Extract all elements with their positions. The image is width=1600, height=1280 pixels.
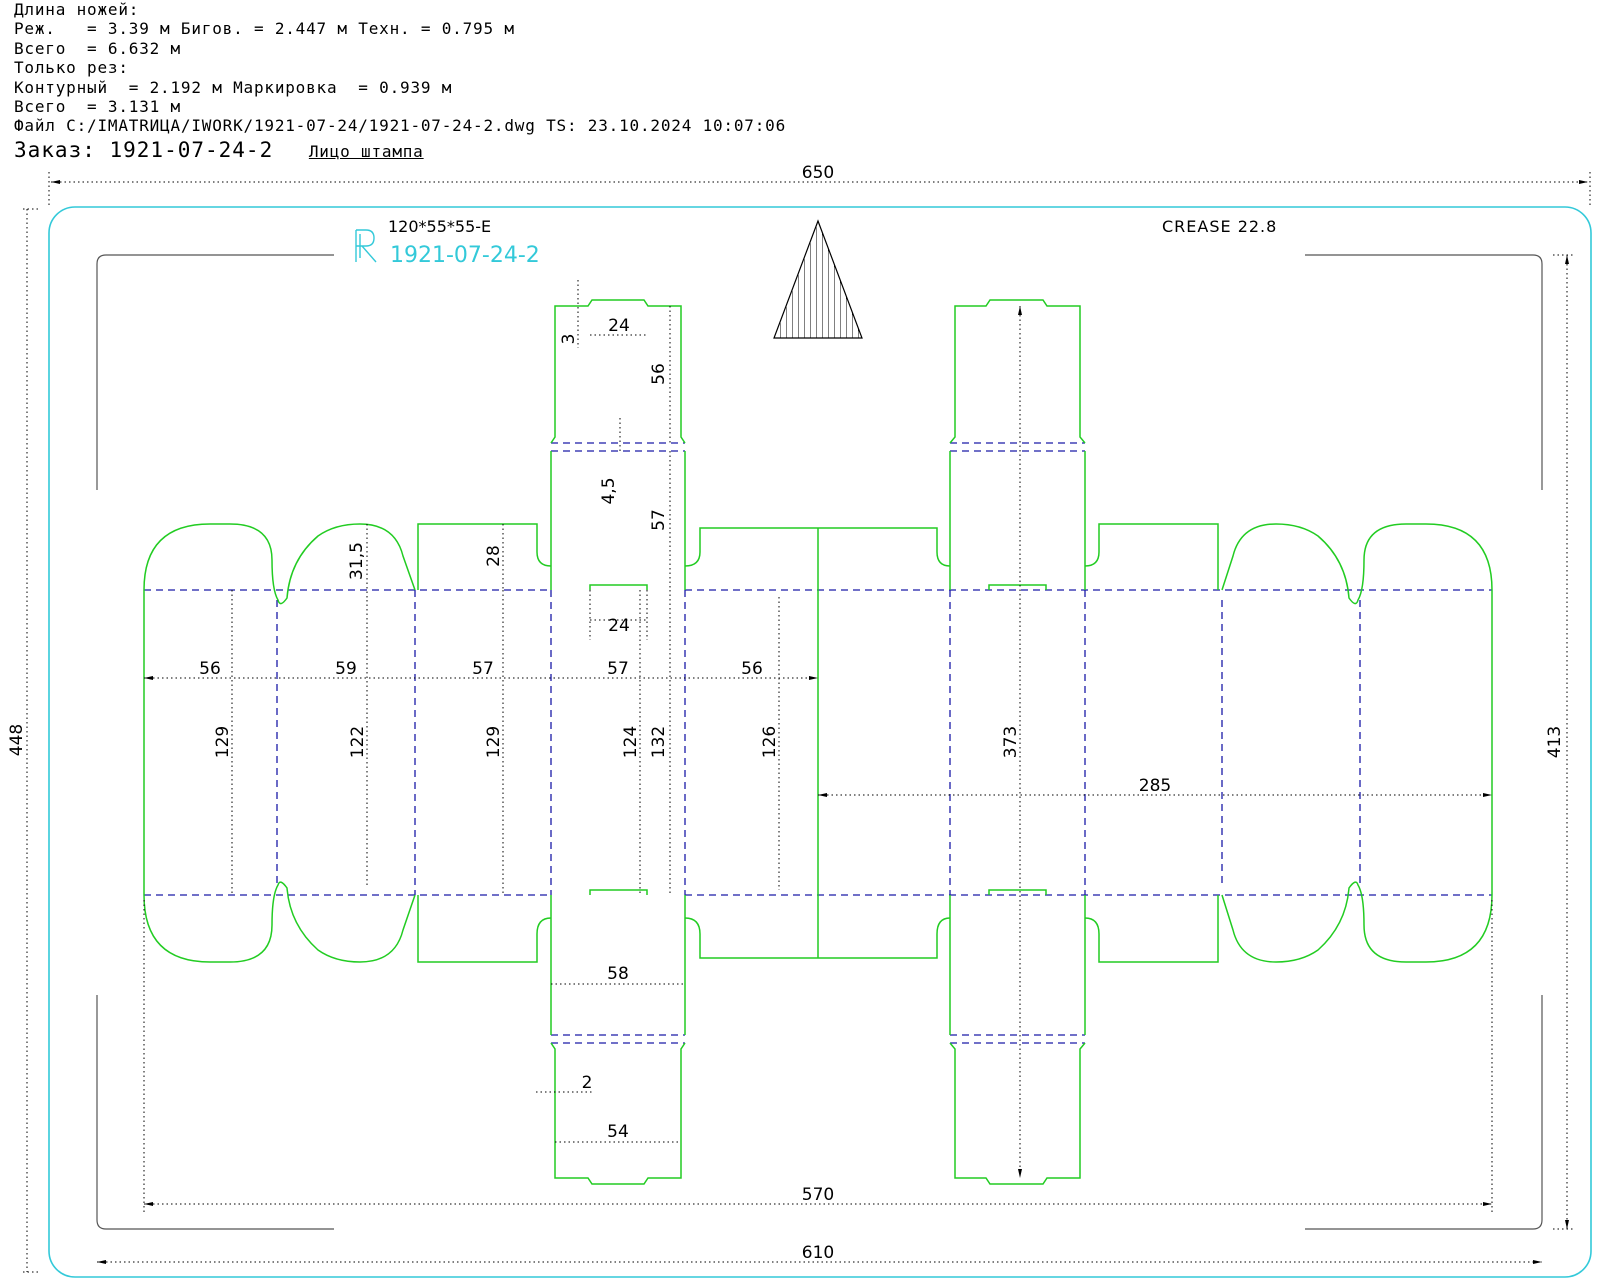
dim-flap-height: 28 <box>484 545 504 567</box>
logo-mark <box>355 229 377 263</box>
dim-notch: 3 <box>559 334 579 345</box>
dim-panel-height: 129 <box>213 726 233 758</box>
order-row: Заказ: 1921-07-24-2 Лицо штампа <box>14 138 786 162</box>
dim-panel-width: 57 <box>607 659 629 679</box>
dim-inner-width: 610 <box>802 1243 834 1263</box>
dim-panel-width: 59 <box>335 659 357 679</box>
dim-panel-width: 57 <box>472 659 494 679</box>
dim-glue-height: 373 <box>1001 726 1021 758</box>
header-line: Длина ножей: <box>14 0 140 19</box>
dim-slot-gap: 4,5 <box>599 477 619 504</box>
dim-panel-height: 129 <box>484 726 504 758</box>
dim-panel-height: 132 <box>649 726 669 758</box>
dim-blank-width: 570 <box>802 1185 834 1205</box>
dim-overall-height: 448 <box>7 724 27 756</box>
dim-bottom-panel-width: 58 <box>607 964 629 984</box>
view-link[interactable]: Лицо штампа <box>308 141 424 161</box>
dim-lid-width: 285 <box>1139 776 1171 796</box>
header-line: Реж. = 3.39 м Бигов. = 2.447 м Техн. = 0… <box>14 19 515 39</box>
dim-offset: 2 <box>582 1073 593 1093</box>
header-line: Всего = 3.131 м <box>14 96 181 116</box>
dimension-lines <box>23 172 1591 1273</box>
header-line: Контурный = 2.192 м Маркировка = 0.939 м <box>14 77 453 97</box>
registration-triangle <box>773 219 863 339</box>
crease-lines <box>144 442 1492 1044</box>
order-number: Заказ: 1921-07-24-2 <box>14 137 274 162</box>
dim-tuck-depth: 57 <box>649 509 669 531</box>
dim-panel-height: 126 <box>760 726 780 758</box>
header-notes: Длина ножей: Реж. = 3.39 м Бигов. = 2.44… <box>14 0 786 162</box>
dimension-arrows <box>51 180 1588 1264</box>
dim-panel-width: 56 <box>199 659 221 679</box>
dimension-texts: 650 448 610 413 570 285 373 56 59 57 57 … <box>7 163 1565 1263</box>
dim-flap-height: 31,5 <box>347 542 367 580</box>
dim-overall-width: 650 <box>802 163 834 183</box>
die-frame <box>48 206 1592 1278</box>
header-line: Только рез: <box>14 58 129 78</box>
spec-label: 120*55*55-E <box>388 217 491 236</box>
dim-panel-width: 56 <box>741 659 763 679</box>
cut-lines <box>143 299 1493 1185</box>
dim-panel-height: 122 <box>348 726 368 758</box>
dim-panel-height: 124 <box>621 726 641 758</box>
header-line: Всего = 6.632 м <box>14 38 181 58</box>
dim-tab-width: 24 <box>608 316 630 336</box>
dim-tuck-depth: 56 <box>649 363 669 385</box>
header-line: Файл C:/IMATRИЦA/IWORK/1921-07-24/1921-0… <box>14 116 787 136</box>
dim-tab-width: 24 <box>608 616 630 636</box>
dim-bottom-tuck-width: 54 <box>607 1122 629 1142</box>
logo-code: 1921-07-24-2 <box>390 243 540 268</box>
inner-frame <box>96 254 1543 1230</box>
crease-label: CREASE 22.8 <box>1162 217 1277 236</box>
dim-inner-height: 413 <box>1545 726 1565 758</box>
